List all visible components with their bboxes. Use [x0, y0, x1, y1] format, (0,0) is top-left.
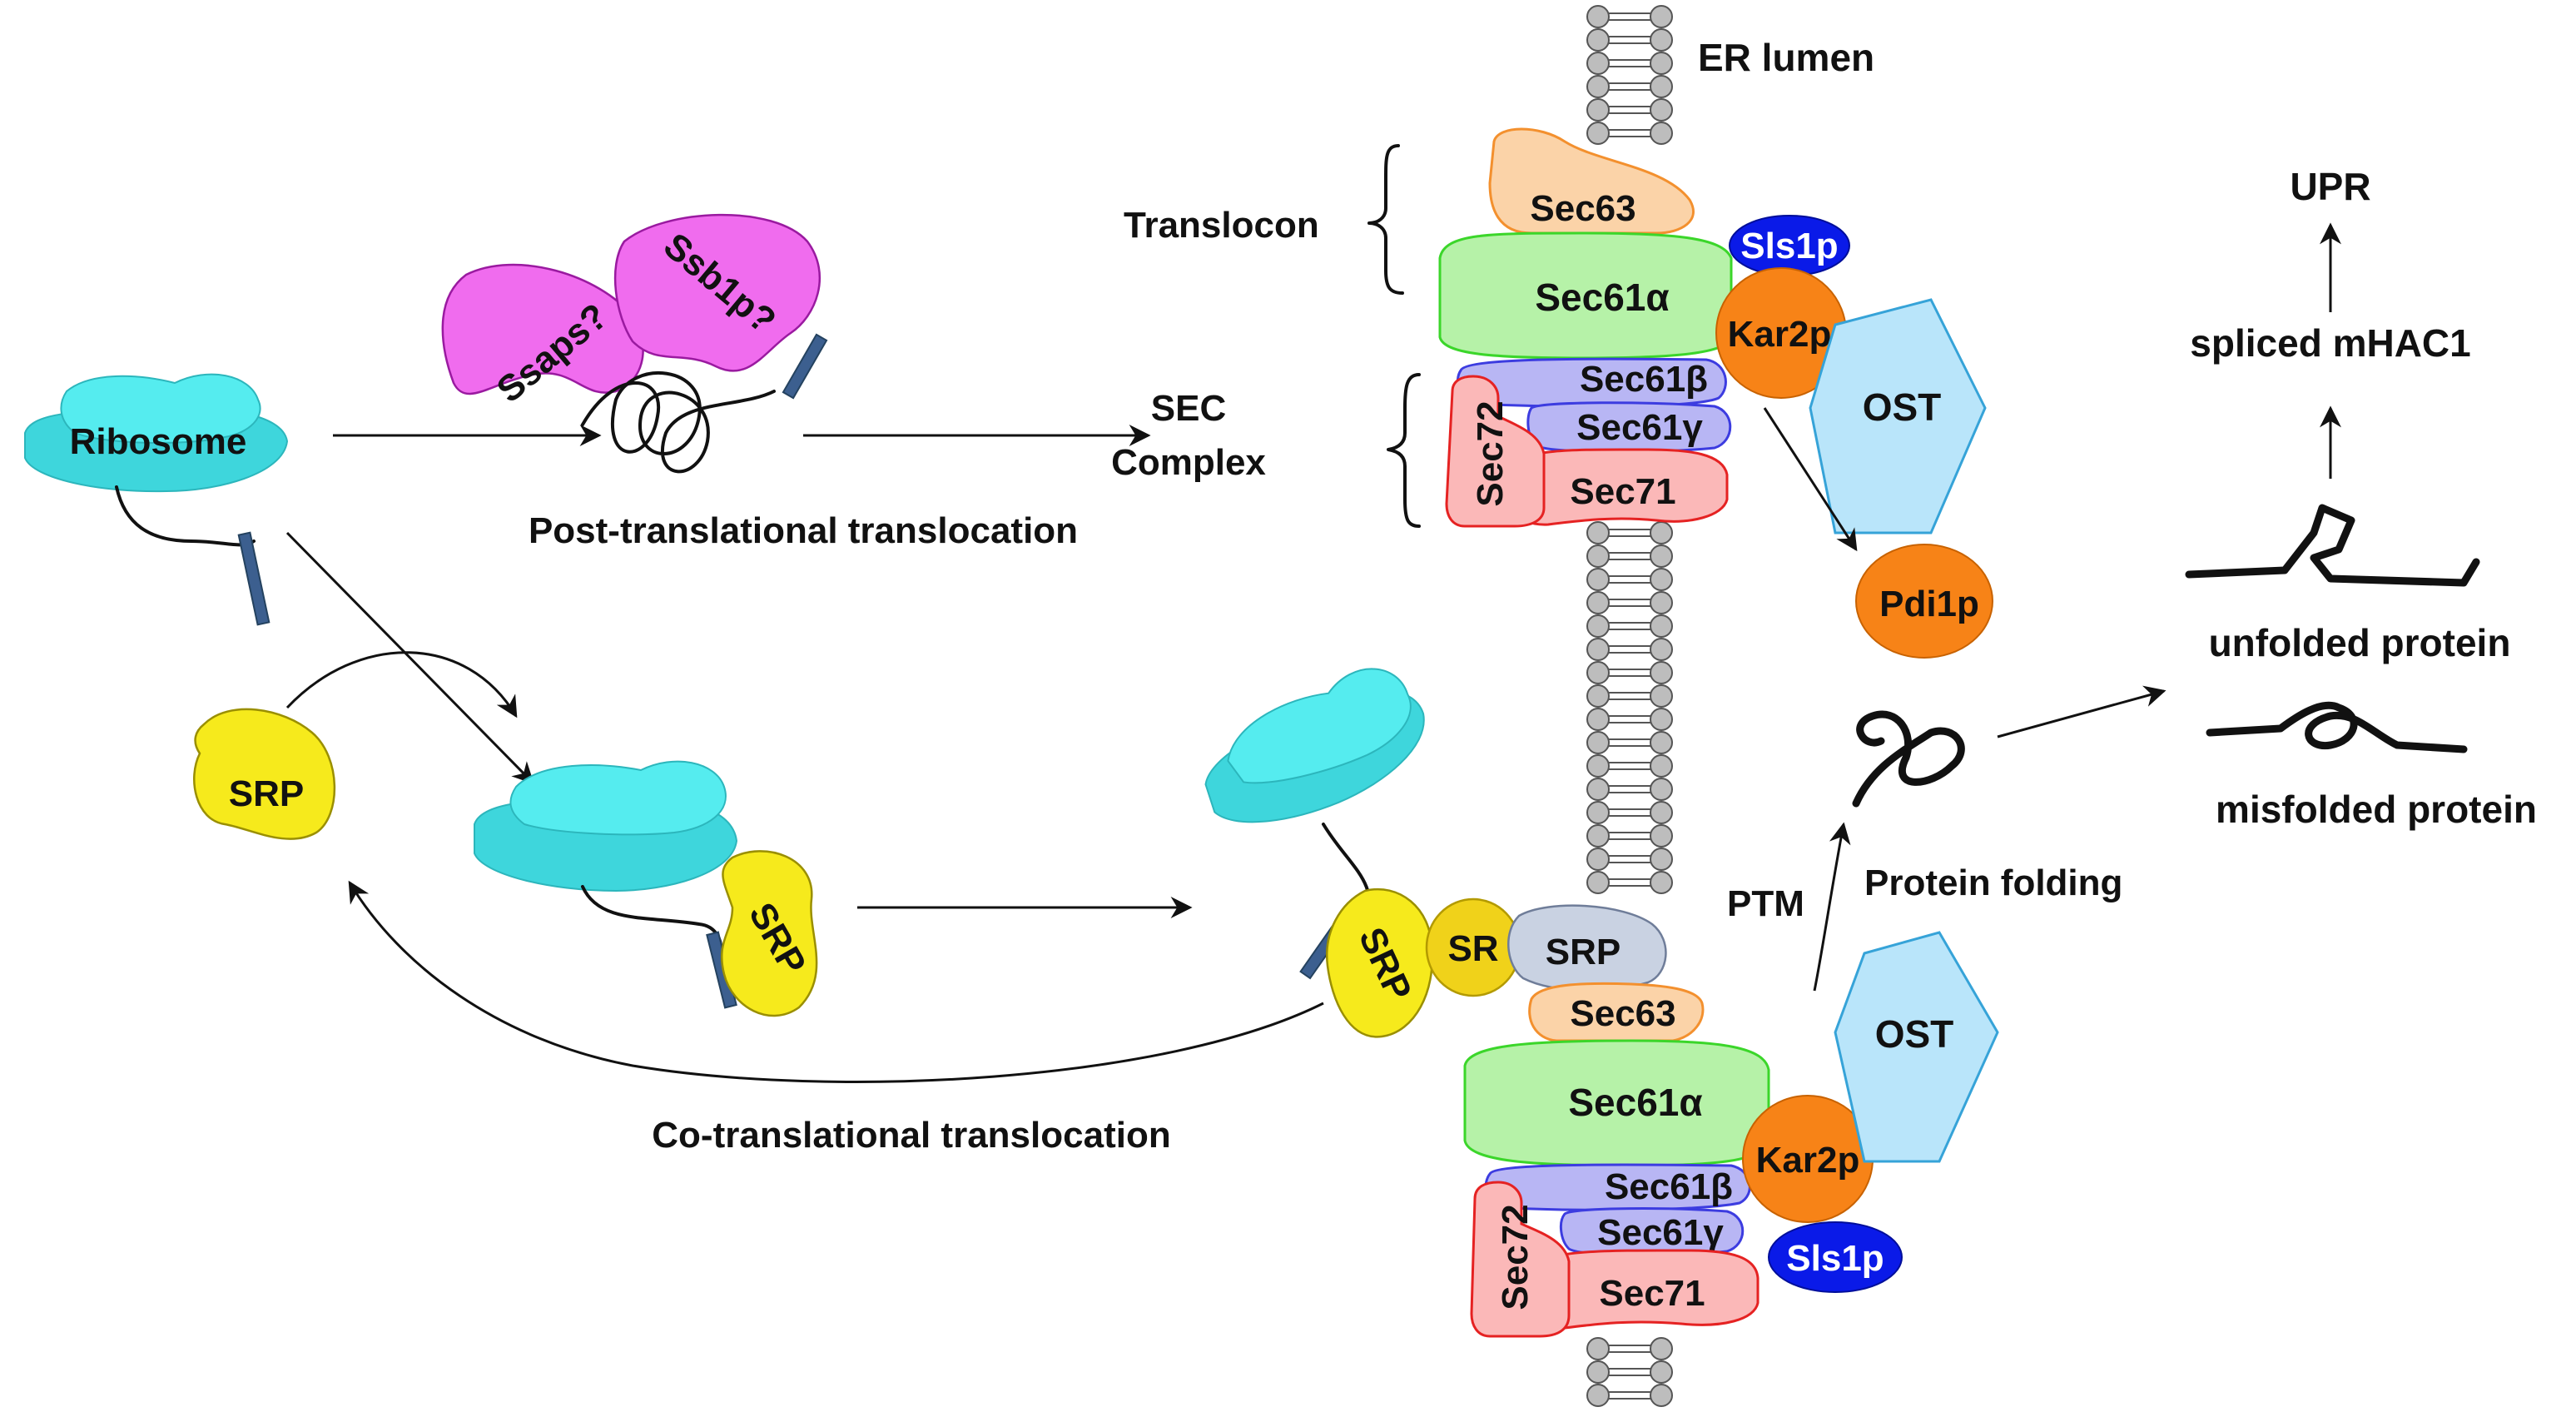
kar2p-bottom: Kar2p [1742, 1095, 1874, 1223]
sec61-gamma-top: Sec61γ [1526, 401, 1732, 454]
misfolded-protein-label: misfolded protein [2216, 788, 2537, 831]
kar2p-top-label: Kar2p [1728, 314, 1832, 355]
srp-free: SRP [193, 708, 336, 840]
arrow-srp-binding [285, 651, 518, 718]
sls1p-bottom-label: Sls1p [1786, 1238, 1884, 1279]
sec63-top-label: Sec63 [1530, 188, 1635, 229]
sec71-top-label: Sec71 [1570, 471, 1675, 512]
sec72-top: Sec72 [1445, 375, 1546, 528]
spliced-mhac1-label: spliced mHAC1 [2190, 321, 2470, 365]
unfolded-protein-glyph [2185, 504, 2480, 587]
post-translational-label: Post-translational translocation [529, 510, 1078, 551]
pdi1p-label: Pdi1p [1879, 584, 1979, 624]
sec61-beta-bottom: Sec61β [1484, 1163, 1751, 1211]
sec72-top-label: Sec72 [1470, 400, 1511, 506]
er-lumen-label: ER lumen [1698, 36, 1874, 79]
ribosome-docked: SRP SR SRP [1204, 668, 1667, 1038]
arrow-ribosome-to-srp-binding [285, 531, 534, 784]
sec72-bottom-label: Sec72 [1495, 1204, 1536, 1310]
sec71-bottom: Sec71 [1529, 1249, 1760, 1330]
ost-bottom: OST [1834, 931, 1999, 1163]
srp-receptor-label: SRP [1546, 932, 1621, 972]
protein-folding-label: Protein folding [1864, 863, 2122, 903]
sec-complex-label-line1: SEC [1151, 388, 1226, 429]
translocon-brace [1367, 144, 1404, 295]
ost-top-label: OST [1863, 385, 1942, 429]
kar2p-bottom-label: Kar2p [1756, 1140, 1860, 1181]
sec61-gamma-bottom: Sec61γ [1559, 1207, 1745, 1257]
arrow-kar2p-to-pdi1p [1763, 407, 1858, 552]
sec72-bottom: Sec72 [1470, 1181, 1571, 1338]
sls1p-bottom: Sls1p [1768, 1221, 1903, 1293]
upr-label: UPR [2290, 165, 2370, 208]
sec61-beta-bottom-label: Sec61β [1605, 1166, 1733, 1207]
sec61-alpha-top: Sec61α [1438, 231, 1733, 360]
ssb1p-chaperone: Ssb1p? [613, 213, 821, 372]
sec61-alpha-bottom: Sec61α [1463, 1039, 1770, 1167]
er-membrane-bilayer [1586, 5, 1673, 1407]
arrow-ptm-to-folding [1813, 822, 1851, 992]
sec61-alpha-top-label: Sec61α [1535, 276, 1669, 319]
sec61-beta-top-label: Sec61β [1580, 359, 1708, 400]
translocon-label: Translocon [1124, 205, 1319, 246]
sls1p-top: Sls1p [1729, 215, 1850, 276]
sec63-bottom: Sec63 [1528, 982, 1705, 1042]
pdi1p: Pdi1p [1855, 544, 1993, 659]
ost-top: OST [1809, 298, 1987, 534]
sec63-bottom-label: Sec63 [1570, 993, 1675, 1034]
arrow-to-unfolded [1997, 685, 2167, 738]
sec-complex-brace [1387, 373, 1421, 528]
sec71-top: Sec71 [1506, 448, 1729, 526]
arrow-srp-recycling [348, 880, 1324, 1083]
sec63-top: Sec63 [1488, 127, 1695, 235]
ptm-label: PTM [1727, 883, 1804, 924]
sec61-beta-top: Sec61β [1456, 357, 1727, 408]
ribosome-free: Ribosome [24, 373, 289, 626]
sec71-bottom-label: Sec71 [1599, 1273, 1705, 1314]
ost-bottom-label: OST [1875, 1012, 1954, 1056]
sec61-gamma-bottom-label: Sec61γ [1597, 1212, 1724, 1253]
sls1p-top-label: Sls1p [1740, 226, 1838, 266]
co-translational-label: Co-translational translocation [652, 1115, 1170, 1156]
sec61-alpha-bottom-label: Sec61α [1568, 1081, 1702, 1124]
sr-label: SR [1447, 928, 1498, 969]
ribosome-label: Ribosome [70, 421, 247, 462]
folded-protein-squiggle [1852, 710, 1965, 808]
unfolded-protein-label: unfolded protein [2209, 621, 2511, 664]
srp-free-label: SRP [229, 773, 304, 814]
sec61-gamma-top-label: Sec61γ [1576, 407, 1703, 448]
sec-complex-label-line2: Complex [1111, 442, 1266, 483]
unfolded-polypeptide-post [581, 333, 828, 474]
misfolded-protein-glyph [2206, 701, 2468, 753]
ribosome-srp-complex: SRP [474, 760, 818, 1017]
